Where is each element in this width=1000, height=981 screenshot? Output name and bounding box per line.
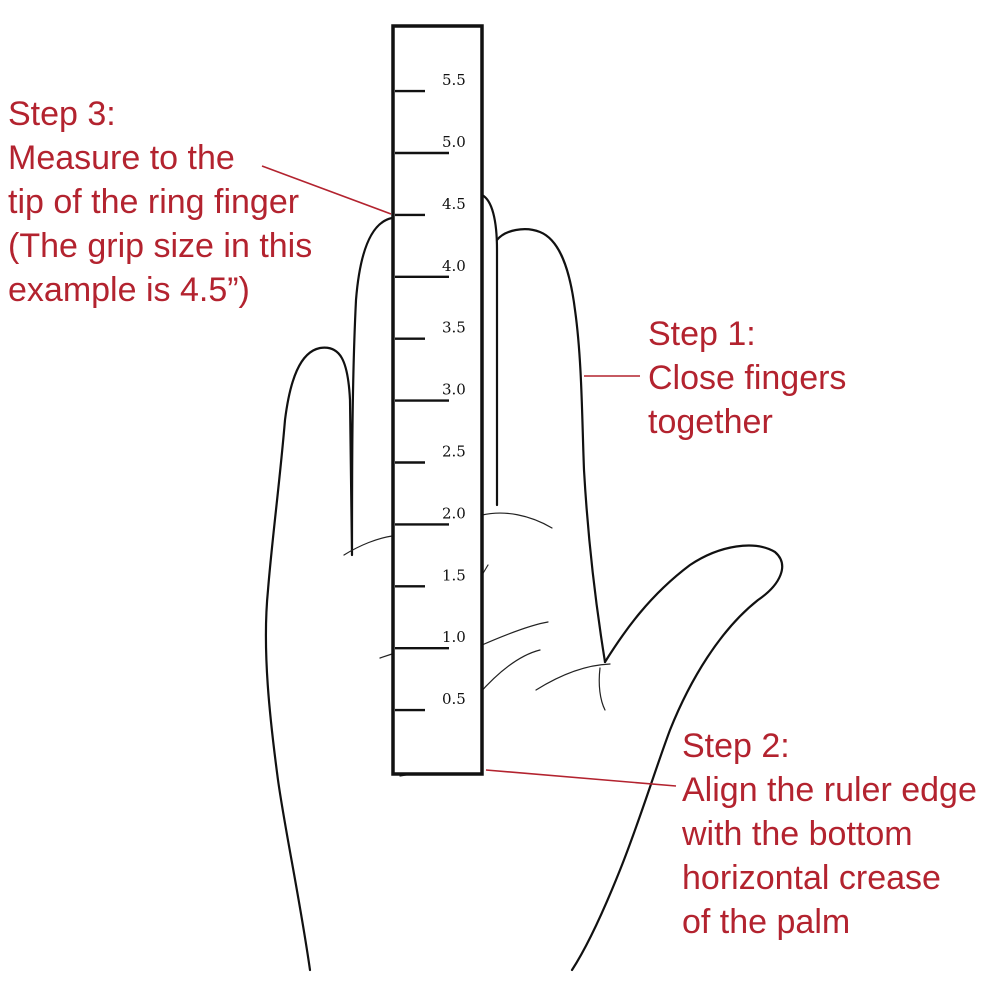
step3-text-line: example is 4.5”) xyxy=(8,271,250,309)
step1-text-line: Close fingers xyxy=(648,359,847,397)
step2-text-line: horizontal crease xyxy=(682,859,941,897)
hand-outline xyxy=(264,216,394,972)
ring-finger-outline xyxy=(495,228,607,664)
step1-annotation: Step 1: Close fingers together xyxy=(648,312,846,444)
step2-text-line: of the palm xyxy=(682,903,851,941)
palm-crease xyxy=(477,649,541,696)
step2-text-line: with the bottom xyxy=(682,815,913,853)
step1-title: Step 1: xyxy=(648,315,756,353)
ruler-label: 4.5 xyxy=(442,195,466,213)
ruler-label: 1.5 xyxy=(442,566,466,584)
step3-text-line: (The grip size in this xyxy=(8,227,313,265)
ruler-label: 3.5 xyxy=(442,319,466,337)
step2-annotation: Step 2: Align the ruler edge with the bo… xyxy=(682,724,977,944)
step3-title: Step 3: xyxy=(8,95,116,133)
step1-text-line: together xyxy=(648,403,773,441)
step2-text-line: Align the ruler edge xyxy=(682,771,977,809)
palm-crease xyxy=(481,621,549,646)
ruler-label: 5.5 xyxy=(442,71,466,89)
ruler-label: 4.0 xyxy=(442,257,466,275)
ruler: 5.5 5.0 4.5 4.0 3.5 3.0 2.5 2.0 1.5 1.0 0.5 xyxy=(391,24,484,776)
ruler-labels: 5.5 5.0 4.5 4.0 3.5 3.0 2.5 2.0 1.5 1.0 0.5 xyxy=(442,71,466,708)
step2-title: Step 2: xyxy=(682,727,790,765)
middle-finger-outline xyxy=(480,193,499,507)
step3-leader-line xyxy=(261,165,392,215)
step3-annotation: Step 3: Measure to the tip of the ring f… xyxy=(8,92,312,312)
step3-text-line: Measure to the xyxy=(8,139,235,177)
ruler-label: 5.0 xyxy=(442,133,466,151)
ruler-label: 2.5 xyxy=(442,443,466,461)
palm-crease xyxy=(598,667,606,711)
step3-text-line: tip of the ring finger xyxy=(8,183,300,221)
ruler-label: 1.0 xyxy=(442,628,466,646)
palm-crease xyxy=(481,512,553,529)
palm-crease xyxy=(379,653,393,659)
ruler-label: 3.0 xyxy=(442,381,466,399)
ruler-label: 2.0 xyxy=(442,504,466,522)
palm-crease xyxy=(343,535,393,556)
step2-leader-line xyxy=(485,769,677,787)
thumb-outline xyxy=(570,544,784,972)
ruler-label: 0.5 xyxy=(442,690,466,708)
ruler-ticks xyxy=(395,89,449,712)
palm-crease xyxy=(535,663,611,691)
